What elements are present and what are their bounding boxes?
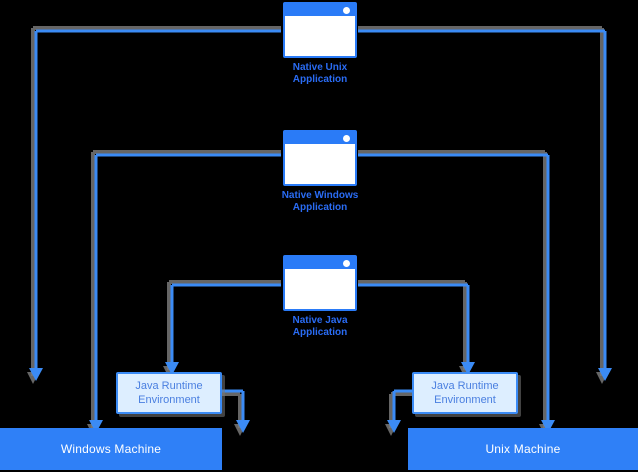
arrow-unix-right: [598, 368, 612, 381]
jre-box-left[interactable]: Java Runtime Environment: [116, 372, 222, 414]
window-icon: [283, 255, 357, 311]
arrow-windows-left: [89, 420, 103, 433]
arrow-windows-right: [541, 420, 555, 433]
jre-box-right[interactable]: Java Runtime Environment: [412, 372, 518, 414]
window-dot-icon: [343, 259, 350, 267]
window-titlebar: [285, 257, 355, 269]
window-titlebar: [285, 4, 355, 16]
arrow-jre-left: [236, 420, 250, 433]
node-native-unix-application[interactable]: Native Unix Application: [283, 2, 357, 85]
machine-bar-unix[interactable]: Unix Machine: [408, 428, 638, 470]
node-label-native-java-application: Native Java Application: [292, 315, 348, 338]
arrow-unix-left: [29, 368, 43, 381]
node-native-java-application[interactable]: Native Java Application: [283, 255, 357, 338]
node-label-native-unix-application: Native Unix Application: [292, 62, 348, 85]
window-icon: [283, 2, 357, 58]
arrow-java-right: [461, 362, 475, 375]
window-titlebar: [285, 132, 355, 144]
node-native-windows-application[interactable]: Native Windows Application: [282, 130, 358, 213]
arrow-jre-right: [387, 420, 401, 433]
window-icon: [283, 130, 357, 186]
window-dot-icon: [343, 6, 350, 14]
window-dot-icon: [343, 134, 350, 142]
machine-bar-windows[interactable]: Windows Machine: [0, 428, 222, 470]
arrow-java-left: [165, 362, 179, 375]
node-label-native-windows-application: Native Windows Application: [281, 190, 359, 213]
